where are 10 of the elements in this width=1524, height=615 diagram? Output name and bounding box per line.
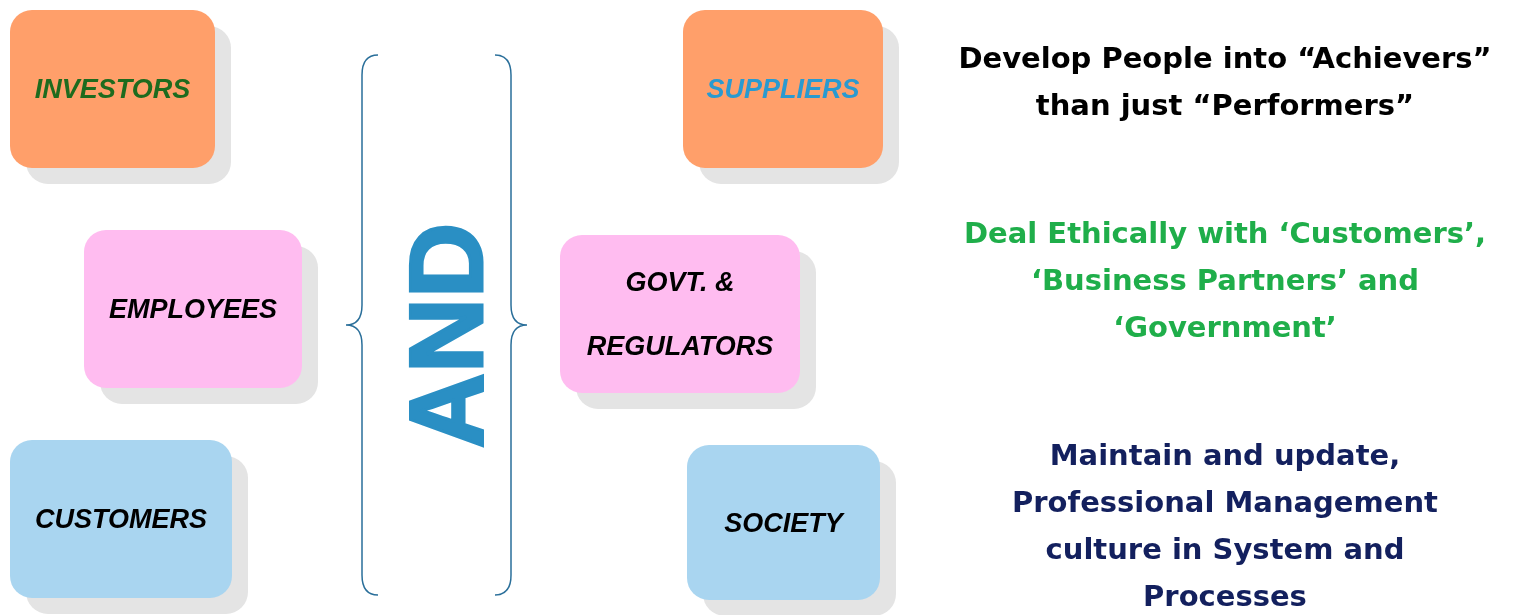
stakeholder-label: CUSTOMERS [35, 503, 207, 536]
statement-text: Develop People into “Achievers” than just “Performers” [957, 40, 1493, 124]
stakeholder-label: INVESTORS [34, 73, 191, 106]
stakeholder-label: SOCIETY [724, 506, 843, 540]
vertical-heading: AND [386, 222, 505, 448]
stakeholder-label: GOVT. & REGULATORS [585, 266, 775, 363]
stakeholder-label: SUPPLIERS [706, 73, 860, 106]
statement-text: Maintain and update, Professional Management culture in System and Processes [1011, 437, 1439, 615]
statement-text: Deal Ethically with ‘Customers’, ‘Business Partners’ and ‘Government’ [962, 215, 1488, 346]
stakeholder-label: EMPLOYEES [108, 293, 277, 326]
